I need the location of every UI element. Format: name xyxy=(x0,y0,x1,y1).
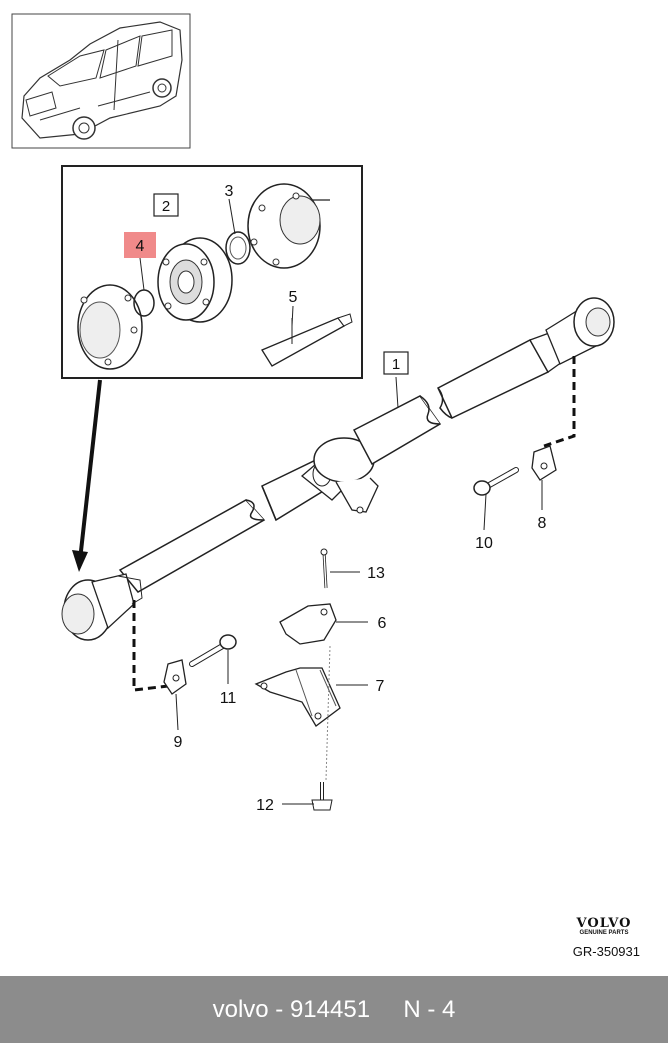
callout-7: 7 xyxy=(376,678,385,695)
propeller-shaft xyxy=(61,297,615,641)
callout-11: 11 xyxy=(220,690,237,707)
cv-joint xyxy=(157,237,233,323)
brand-wordmark: VOLVO xyxy=(576,916,632,931)
brand-logo: VOLVO GENUINE PARTS xyxy=(564,916,644,936)
bracket-6 xyxy=(279,603,337,645)
exploded-parts-diagram: 2 4 3 5 1 10 8 13 6 7 11 9 12 xyxy=(11,13,615,814)
companion-flange xyxy=(247,183,330,269)
plate-8 xyxy=(531,445,557,481)
boxed-label-1 xyxy=(383,351,409,375)
callout-12: 12 xyxy=(256,797,274,814)
callout-4: 4 xyxy=(136,238,145,255)
plate-9 xyxy=(163,659,187,695)
stud-13 xyxy=(320,548,328,589)
highlight-part-4 xyxy=(124,232,156,258)
leader-lines xyxy=(139,198,543,805)
flange-plate xyxy=(77,284,143,370)
bracket-7 xyxy=(254,667,341,727)
bearing-ring xyxy=(225,231,251,265)
assembly-guide-lines xyxy=(132,356,576,692)
callout-1: 1 xyxy=(392,356,400,373)
callout-10: 10 xyxy=(475,535,493,552)
bolt-10 xyxy=(473,467,519,496)
callout-5: 5 xyxy=(289,289,298,306)
footer-bar: volvo - 914451 N - 4 xyxy=(0,976,668,1043)
bolt-12 xyxy=(311,782,333,811)
callout-2: 2 xyxy=(162,198,170,215)
callout-6: 6 xyxy=(378,615,387,632)
grease-tube xyxy=(261,313,353,367)
bolt-11 xyxy=(189,634,237,667)
callout-9: 9 xyxy=(174,734,183,751)
brand-subline: GENUINE PARTS xyxy=(579,930,629,936)
footer-text: volvo - 914451 N - 4 xyxy=(212,995,456,1023)
callout-3: 3 xyxy=(225,183,234,200)
vehicle-thumbnail xyxy=(11,13,191,149)
callout-labels: 2 4 3 5 1 10 8 13 6 7 11 9 12 xyxy=(124,183,547,814)
boxed-label-2 xyxy=(153,193,179,217)
callout-13: 13 xyxy=(367,565,385,582)
callout-8: 8 xyxy=(538,515,547,532)
figure-reference: GR-350931 xyxy=(572,944,640,959)
